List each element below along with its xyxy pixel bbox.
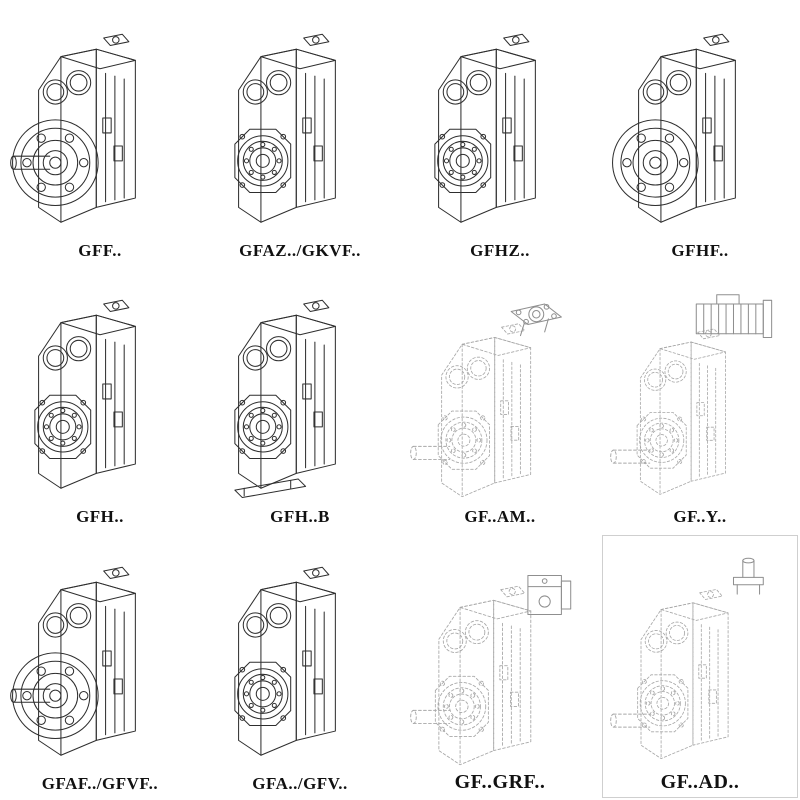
product-cell-gfa-gfv: GFA../GFV..: [200, 533, 400, 800]
electric-motor: [695, 294, 773, 339]
product-label: GF..Y..: [673, 507, 727, 527]
gearbox-drawing-flange-shaft: [10, 33, 136, 223]
housing-outline: [438, 585, 532, 766]
product-cell-gfaz-gkvf: GFAZ../GKVF..: [200, 0, 400, 267]
mounting-base: [234, 478, 307, 499]
product-label: GF..GRF..: [454, 770, 546, 793]
gearbox-drawing-hollow: [434, 33, 536, 223]
product-cell-gf-ad: GF..AD..: [600, 533, 800, 800]
output-flange: [612, 119, 699, 206]
product-label: GFF..: [78, 240, 122, 260]
product-label: GFHZ..: [470, 240, 530, 260]
hollow-bore: [234, 128, 292, 193]
gearbox-drawing-adapter-box: [410, 574, 572, 766]
hollow-bore: [234, 395, 292, 460]
output-shaft: [410, 446, 451, 461]
gearbox-drawing-flange-shaft: [10, 566, 136, 756]
product-label: GFAF../GFVF..: [41, 773, 159, 793]
input-adapter-box: [527, 574, 572, 616]
gearbox-drawing-iec-adapter: [410, 303, 562, 498]
housing-outline: [38, 300, 136, 490]
product-label: GFHF..: [671, 240, 729, 260]
hollow-bore: [637, 674, 689, 733]
output-shaft: [610, 449, 651, 464]
gearbox-drawing-hollow: [34, 300, 136, 490]
product-label: GFA../GFV..: [252, 773, 348, 793]
hollow-bore: [636, 412, 687, 469]
housing-outline: [438, 33, 536, 223]
output-shaft: [610, 713, 651, 728]
product-label: GF..AM..: [464, 507, 536, 527]
gearbox-drawing-motor: [610, 294, 773, 496]
product-cell-gfhf: GFHF..: [600, 0, 800, 267]
output-flange: [12, 652, 99, 740]
gearbox-drawing-input-shaft-adapter: [610, 557, 764, 759]
input-shaft-adapter: [732, 557, 764, 595]
product-cell-gf-y: GF..Y..: [600, 267, 800, 534]
hollow-bore: [234, 661, 292, 726]
product-label: GFAZ../GKVF..: [239, 240, 361, 260]
housing-outline: [441, 323, 532, 498]
gearbox-drawing-flange: [612, 33, 736, 223]
housing-outline: [639, 328, 726, 496]
product-cell-gf-am: GF..AM..: [400, 267, 600, 534]
hollow-bore: [34, 395, 92, 460]
gearbox-drawing-hollow-base: [234, 300, 336, 499]
output-flange: [12, 119, 99, 206]
product-cell-gf-grf: GF..GRF..: [400, 533, 600, 800]
hollow-bore: [437, 410, 491, 471]
hollow-bore: [434, 128, 492, 193]
product-cell-gfhz: GFHZ..: [400, 0, 600, 267]
product-cell-gfh: GFH..: [0, 267, 200, 534]
housing-outline: [238, 300, 336, 490]
iec-input-flange: [510, 303, 562, 337]
product-label: GFH..: [76, 507, 124, 527]
housing-outline: [238, 33, 336, 223]
product-cell-gff: GFF..: [0, 0, 200, 267]
product-cell-gfaf-gfvf: GFAF../GFVF..: [0, 533, 200, 800]
housing-outline: [640, 588, 729, 759]
gearbox-drawing-hollow: [234, 566, 336, 756]
product-cell-gfh-b: GFH..B: [200, 267, 400, 534]
housing-outline: [238, 566, 336, 756]
product-label: GFH..B: [270, 507, 330, 527]
gearbox-drawing-hollow: [234, 33, 336, 223]
product-label: GF..AD..: [660, 770, 740, 793]
hollow-bore: [434, 675, 489, 737]
